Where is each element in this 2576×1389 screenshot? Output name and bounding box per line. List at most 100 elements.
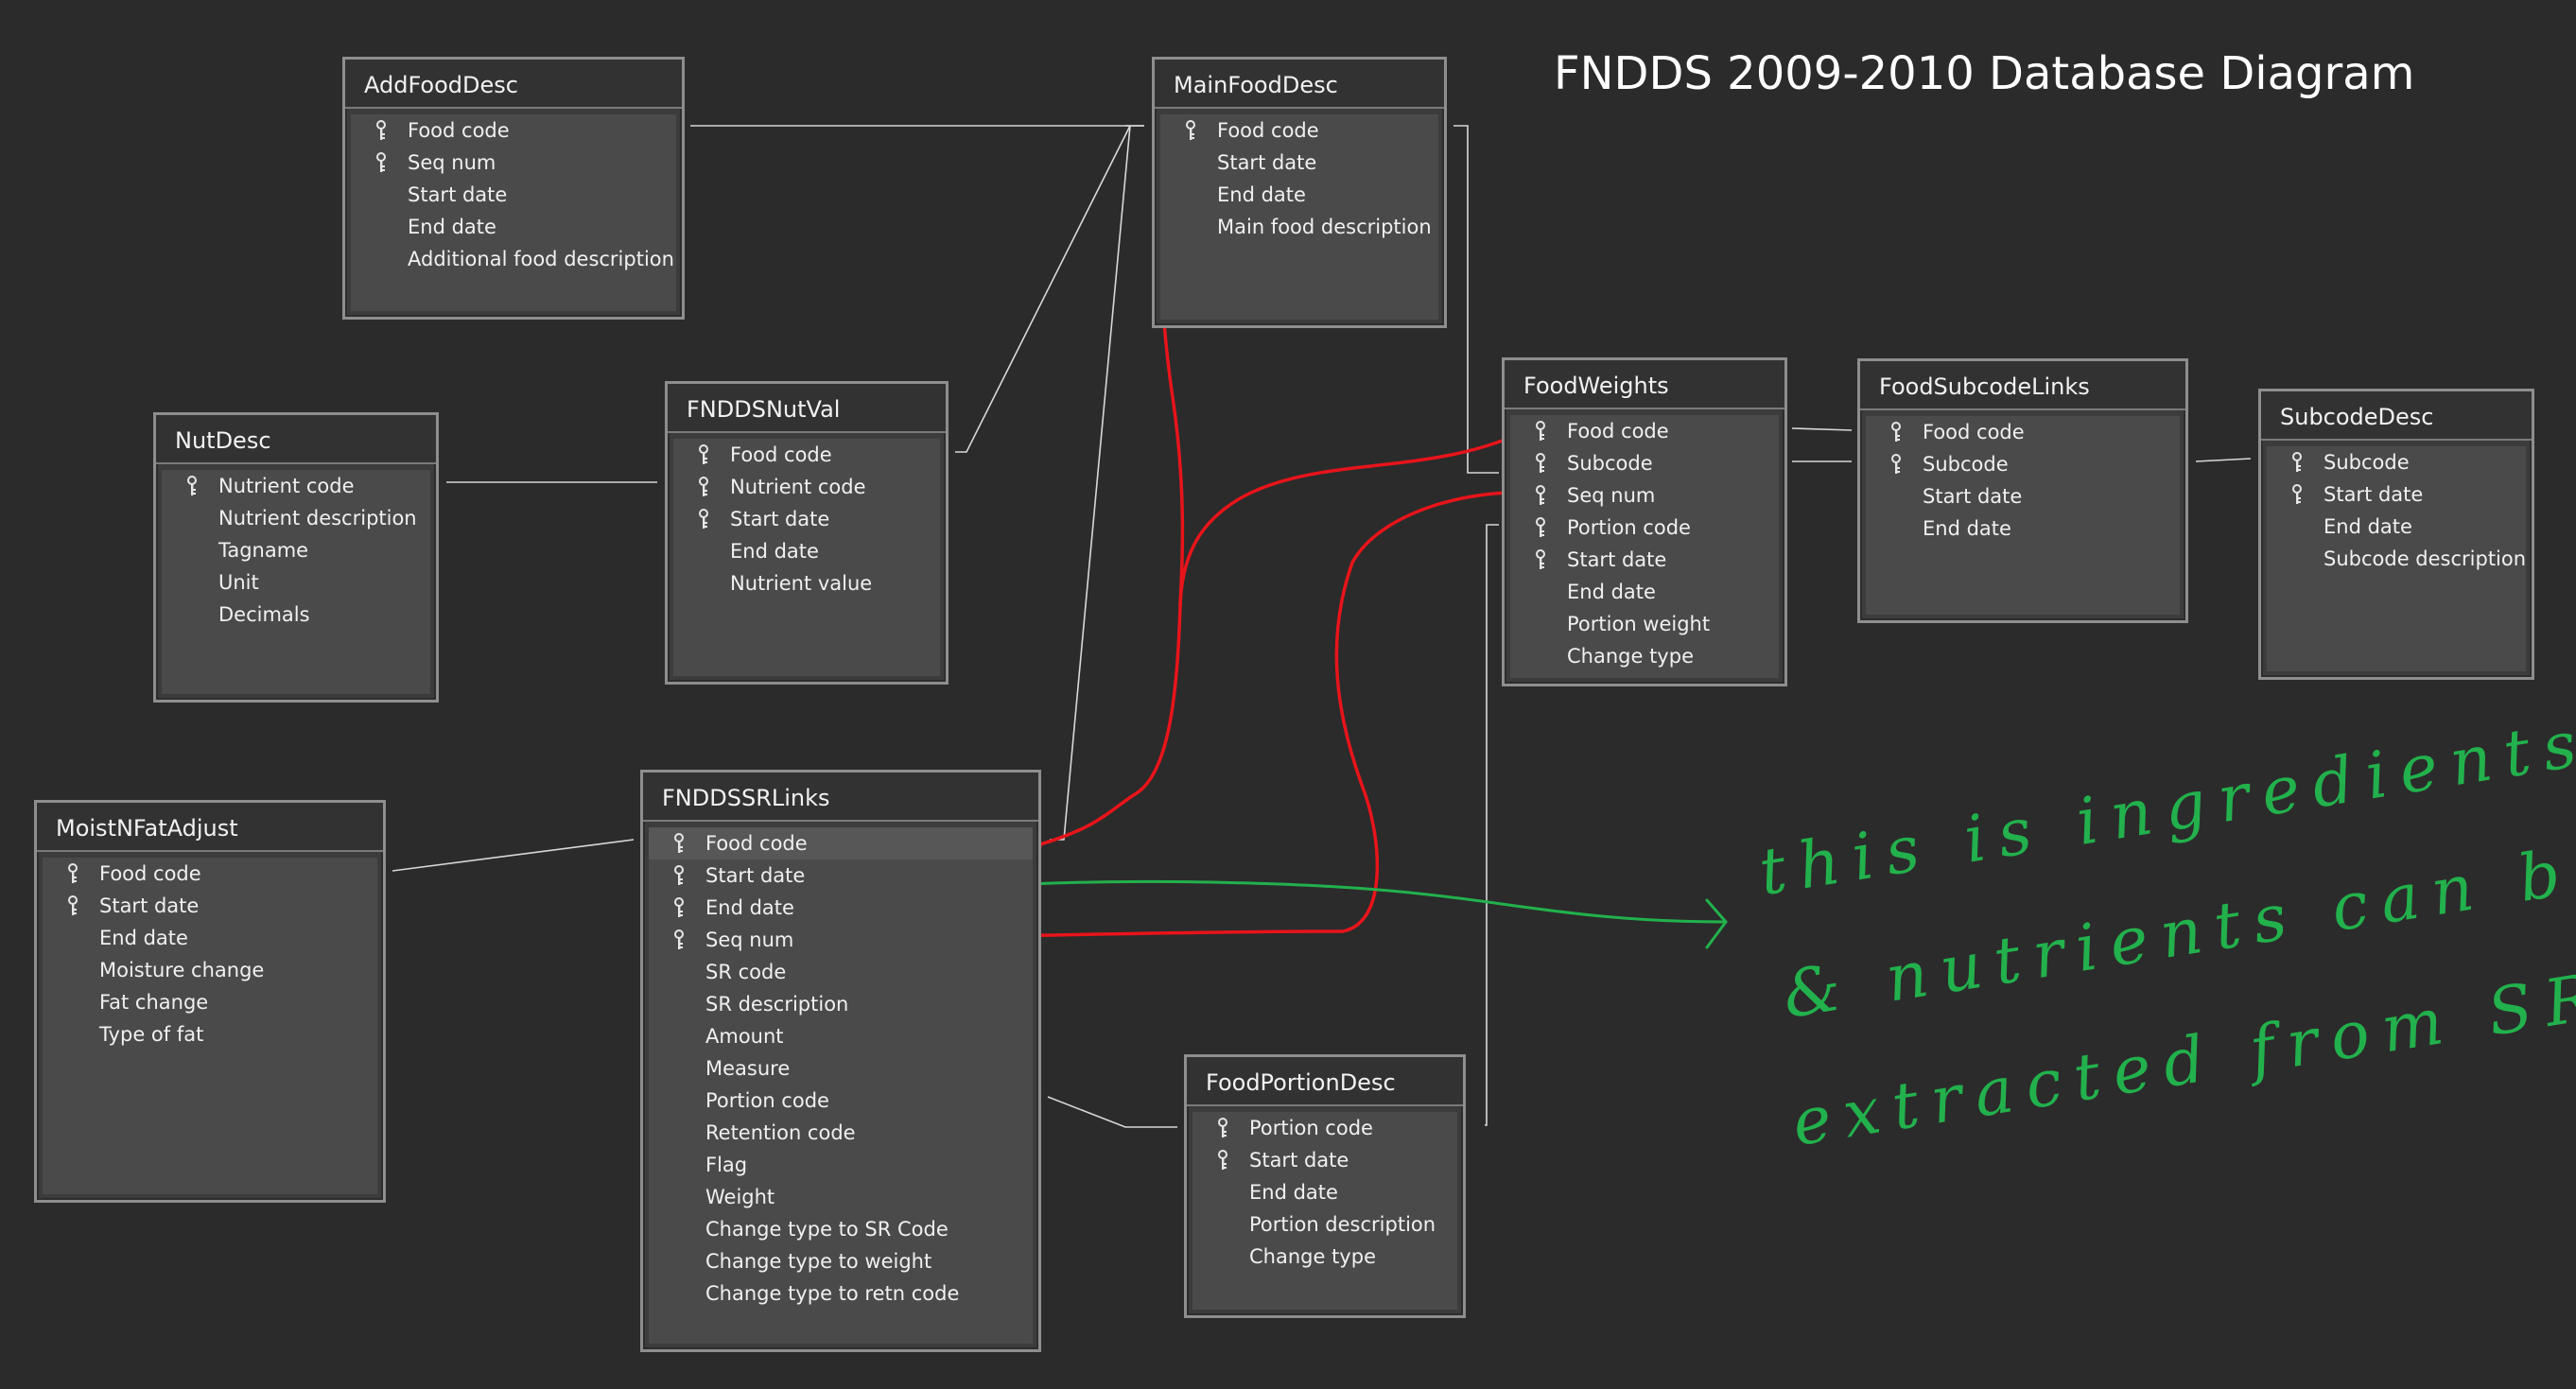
column-name: End date <box>99 927 188 949</box>
column-row[interactable]: End date <box>43 922 377 954</box>
column-row[interactable]: End date <box>2267 511 2526 543</box>
table-title[interactable]: FNDDSNutVal <box>668 384 946 433</box>
column-row[interactable]: Start date <box>1866 480 2180 512</box>
column-name: Weight <box>705 1186 775 1208</box>
column-row[interactable]: Seq num <box>1510 479 1779 512</box>
column-row[interactable]: Change type <box>1192 1241 1457 1273</box>
column-row[interactable]: End date <box>1192 1176 1457 1208</box>
column-row[interactable]: Portion code <box>1510 512 1779 544</box>
column-row[interactable]: Seq num <box>649 924 1033 956</box>
column-row[interactable]: End date <box>673 535 940 567</box>
table-title[interactable]: MainFoodDesc <box>1155 60 1444 109</box>
column-row[interactable]: Subcode <box>2267 446 2526 478</box>
column-row[interactable]: Start date <box>649 859 1033 892</box>
column-row[interactable]: End date <box>649 892 1033 924</box>
column-name: Food code <box>1923 421 2025 443</box>
column-row[interactable]: Change type to SR Code <box>649 1213 1033 1245</box>
column-row[interactable]: Nutrient value <box>673 567 940 599</box>
column-row[interactable]: Food code <box>1510 415 1779 447</box>
column-row[interactable]: End date <box>1866 512 2180 545</box>
primary-key-icon <box>68 863 78 883</box>
column-row[interactable]: Food code <box>673 439 940 471</box>
column-row[interactable]: Portion code <box>1192 1112 1457 1144</box>
column-row[interactable]: Food code <box>351 114 676 147</box>
column-row[interactable]: End date <box>1160 179 1438 211</box>
table-title[interactable]: NutDesc <box>156 415 436 464</box>
table-title[interactable]: FoodPortionDesc <box>1187 1057 1463 1106</box>
column-row[interactable]: Food code <box>1160 114 1438 147</box>
column-row[interactable]: Decimals <box>162 599 430 631</box>
column-row[interactable]: Subcode <box>1866 448 2180 480</box>
relationship-line <box>1050 125 1131 841</box>
column-row[interactable]: Change type to weight <box>649 1245 1033 1277</box>
column-row[interactable]: Seq num <box>351 147 676 179</box>
primary-key-icon <box>1218 1150 1227 1170</box>
table-title[interactable]: FoodWeights <box>1505 360 1784 409</box>
column-name: Start date <box>730 508 830 530</box>
column-row[interactable]: Portion description <box>1192 1208 1457 1241</box>
column-name: End date <box>1249 1181 1338 1204</box>
column-row[interactable]: End date <box>351 211 676 243</box>
column-row[interactable]: Additional food description <box>351 243 676 275</box>
primary-key-icon <box>187 476 197 495</box>
column-row[interactable]: Fat change <box>43 986 377 1018</box>
column-row[interactable]: Start date <box>1160 147 1438 179</box>
column-row[interactable]: Food code <box>43 858 377 890</box>
column-name: Start date <box>408 183 508 206</box>
column-row[interactable]: Food code <box>649 827 1033 859</box>
column-row[interactable]: SR code <box>649 956 1033 988</box>
column-row[interactable]: Tagname <box>162 534 430 566</box>
column-row[interactable]: Start date <box>351 179 676 211</box>
column-row[interactable]: Nutrient code <box>162 470 430 502</box>
column-row[interactable]: Start date <box>2267 478 2526 511</box>
column-row[interactable]: Portion code <box>649 1085 1033 1117</box>
column-row[interactable]: Retention code <box>649 1117 1033 1149</box>
column-row[interactable]: End date <box>1510 576 1779 608</box>
column-row[interactable]: Nutrient code <box>673 471 940 503</box>
table-title[interactable]: FoodSubcodeLinks <box>1860 361 2185 410</box>
column-row[interactable]: Start date <box>1192 1144 1457 1176</box>
column-name: Moisture change <box>99 959 265 981</box>
table-title[interactable]: SubcodeDesc <box>2261 391 2532 441</box>
column-row[interactable]: Start date <box>43 890 377 922</box>
column-row[interactable]: Nutrient description <box>162 502 430 534</box>
column-name: Food code <box>705 832 808 855</box>
column-row[interactable]: Change type to retn code <box>649 1277 1033 1310</box>
column-row[interactable]: Moisture change <box>43 954 377 986</box>
column-row[interactable]: SR description <box>649 988 1033 1020</box>
column-row[interactable]: Main food description <box>1160 211 1438 243</box>
column-row[interactable]: Weight <box>649 1181 1033 1213</box>
column-row[interactable]: Start date <box>673 503 940 535</box>
column-name: Subcode description <box>2324 547 2527 570</box>
column-row[interactable]: Portion weight <box>1510 608 1779 640</box>
column-row[interactable]: Type of fat <box>43 1018 377 1050</box>
column-name: Nutrient description <box>218 507 417 530</box>
column-name: Food code <box>99 862 201 885</box>
column-row[interactable]: Subcode description <box>2267 543 2526 575</box>
column-row[interactable]: Amount <box>649 1020 1033 1052</box>
column-row[interactable]: Start date <box>1510 544 1779 576</box>
column-name: Main food description <box>1217 216 1432 238</box>
column-name: Change type <box>1567 645 1694 668</box>
table-title[interactable]: MoistNFatAdjust <box>37 803 383 852</box>
column-row[interactable]: Unit <box>162 566 430 599</box>
column-name: Start date <box>2324 483 2424 506</box>
table-title[interactable]: FNDDSSRLinks <box>643 773 1038 822</box>
table-title[interactable]: AddFoodDesc <box>345 60 682 109</box>
column-row[interactable]: Subcode <box>1510 447 1779 479</box>
column-row[interactable]: Food code <box>1866 416 2180 448</box>
column-row[interactable]: Measure <box>649 1052 1033 1085</box>
column-row[interactable]: Change type <box>1510 640 1779 672</box>
column-row[interactable]: Flag <box>649 1149 1033 1181</box>
